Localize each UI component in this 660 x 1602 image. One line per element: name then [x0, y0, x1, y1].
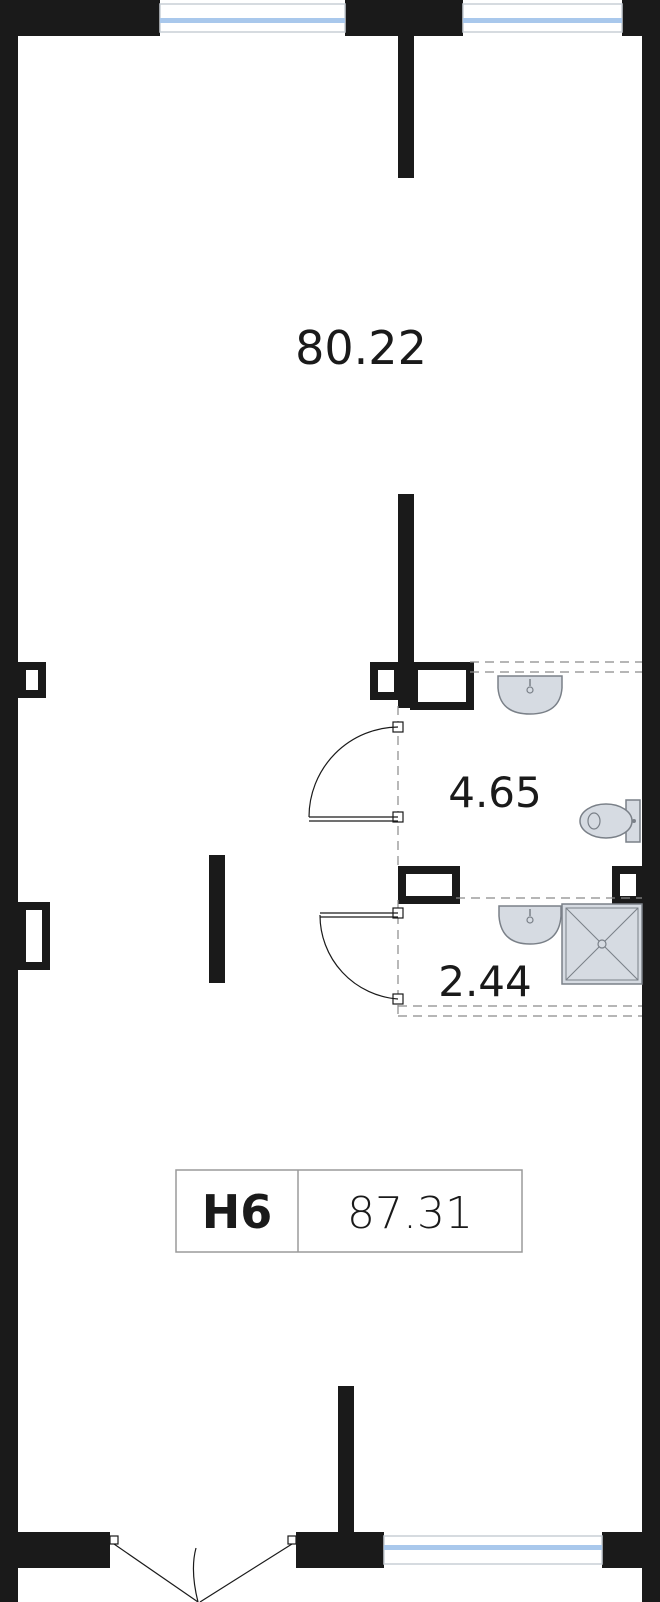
entrance-door: [109, 1535, 297, 1602]
unit-total-area: 87.31: [347, 1188, 473, 1239]
wall-bottom-left: [0, 1532, 110, 1568]
wall-right: [642, 0, 660, 1602]
partition-top: [398, 36, 414, 178]
wall-top-left: [0, 0, 160, 36]
sink-icon: [498, 905, 562, 945]
room-area-main-hall: 80.22: [295, 321, 427, 375]
window-icon: [159, 3, 346, 33]
wall-top-middle: [345, 0, 463, 36]
wall-top-right: [622, 0, 660, 36]
column-bath-main: [410, 662, 474, 710]
shower-tray-icon: [561, 903, 643, 985]
partition-free-standing: [209, 855, 225, 983]
columns: [18, 662, 644, 970]
wall-bottom-middle: [296, 1532, 384, 1568]
column-left-lower: [18, 902, 50, 970]
interior-walls: [209, 36, 414, 1532]
column-left-upper: [18, 662, 46, 698]
partition-bottom: [338, 1386, 354, 1532]
room-area-bathroom: 4.65: [448, 768, 542, 817]
partition-middle: [398, 494, 414, 708]
door-swing-icon: [319, 907, 404, 1005]
toilet-icon: [579, 799, 641, 843]
unit-label-box: [175, 1169, 523, 1253]
unit-label: Н6 87.31: [175, 1169, 523, 1253]
wall-bottom-right: [602, 1532, 660, 1568]
column-shower-right: [612, 866, 644, 904]
wall-left: [0, 0, 18, 1602]
column-bath-left: [370, 662, 402, 700]
unit-code: Н6: [202, 1185, 273, 1239]
window-icon: [462, 3, 623, 33]
windows: [159, 3, 623, 1565]
room-area-shower-room: 2.44: [438, 957, 532, 1006]
door-swing-icon: [308, 721, 404, 823]
column-shower-left: [398, 866, 460, 904]
window-icon: [383, 1535, 603, 1565]
sink-icon: [497, 675, 563, 715]
